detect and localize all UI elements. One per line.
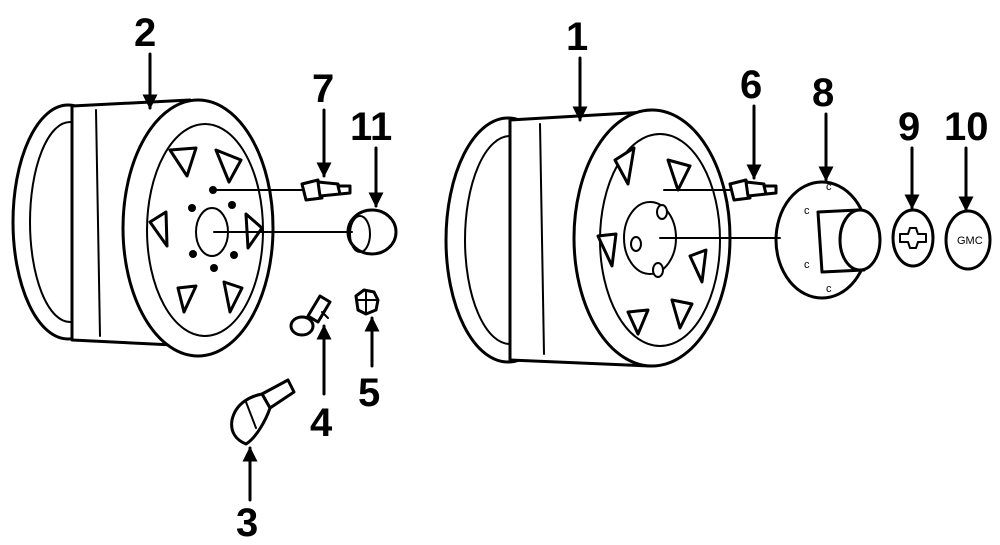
callout-4: 4 bbox=[310, 401, 333, 445]
callout-3: 3 bbox=[236, 501, 258, 545]
callout-11: 11 bbox=[350, 105, 392, 149]
callout-arrows bbox=[142, 52, 974, 502]
wheel-left bbox=[11, 98, 275, 358]
emblem-gmc: GMC bbox=[944, 209, 992, 271]
center-cap-left bbox=[346, 208, 398, 256]
callout-5: 5 bbox=[358, 371, 380, 415]
svg-text:c: c bbox=[826, 283, 832, 295]
callout-10: 10 bbox=[944, 105, 989, 149]
wheel-right bbox=[444, 108, 732, 368]
callout-1: 1 bbox=[566, 15, 588, 59]
svg-text:c: c bbox=[804, 205, 810, 217]
valve-stem-large bbox=[230, 378, 296, 446]
lug-nut bbox=[354, 288, 380, 316]
wheel-left-spoke-holes bbox=[148, 146, 264, 314]
valve-stem-small bbox=[289, 294, 332, 337]
callout-9: 9 bbox=[898, 105, 920, 149]
wheel-right-spoke-holes bbox=[596, 146, 708, 336]
assembly-lines bbox=[213, 189, 781, 239]
hub-cap: c c c c bbox=[774, 180, 882, 300]
wheel-stud-right bbox=[728, 178, 778, 202]
wheel-stud-left bbox=[300, 178, 352, 202]
callout-7: 7 bbox=[312, 67, 334, 111]
callout-8: 8 bbox=[812, 71, 834, 115]
svg-text:c: c bbox=[826, 181, 832, 193]
callout-labels: 1 2 3 4 5 6 7 8 9 10 11 bbox=[134, 11, 989, 545]
emblem-bowtie bbox=[891, 208, 935, 268]
callout-6: 6 bbox=[740, 63, 762, 107]
svg-text:c: c bbox=[804, 259, 810, 271]
callout-2: 2 bbox=[134, 11, 156, 55]
emblem-gmc-text: GMC bbox=[957, 235, 983, 247]
